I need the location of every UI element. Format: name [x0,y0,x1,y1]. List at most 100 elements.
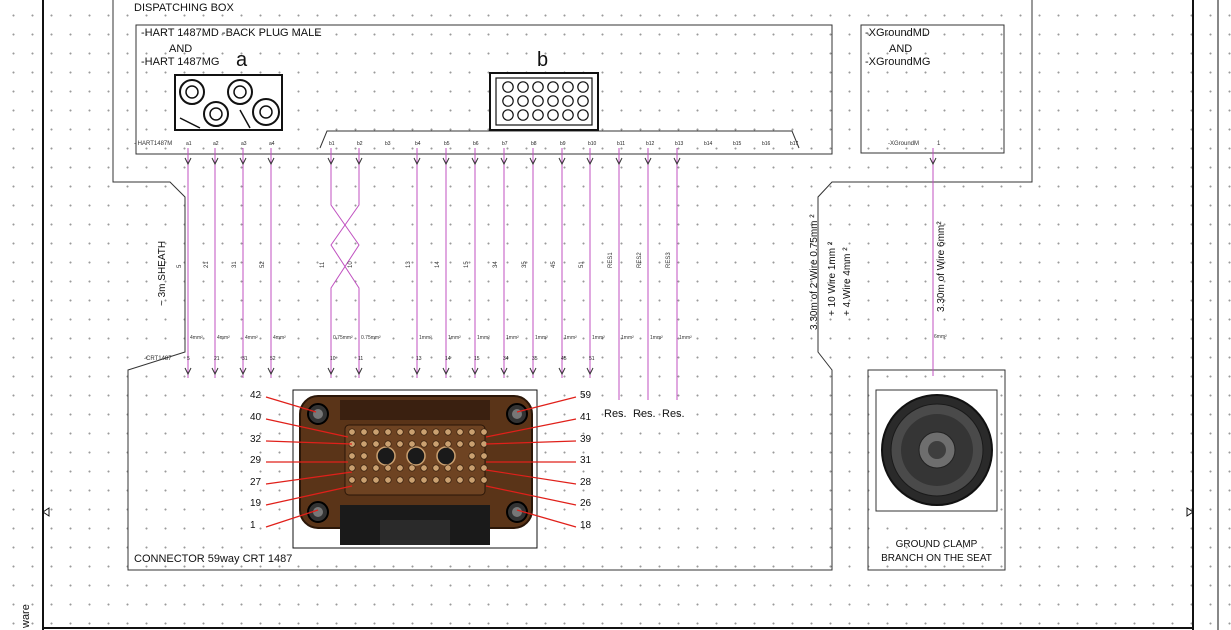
leader-right-26 [485,485,577,506]
wire-id-35: 35 [522,261,528,268]
connector-b-hole [562,95,574,107]
wire-section-10: 0.75mm² [361,335,381,341]
wire-id-31: 31 [232,261,238,268]
wire-arrow-top [644,157,652,166]
wire-section-RES2: 1mm² [650,335,663,341]
crt-left-pin-1: 1 [250,520,256,531]
crt-pin-hole [420,428,428,436]
crt-pin-hole [432,464,440,472]
crt-pin-hole [468,452,476,460]
ground-clamp-box [867,369,1006,571]
hart-pin-b8: b8 [531,141,537,147]
crt-pin-hole [468,476,476,484]
connector-b-label: b [537,49,549,71]
xground-label-line2: -XGroundMG [865,56,931,68]
hart-pin-b15: b15 [733,141,742,147]
crt-pin-hole [360,440,368,448]
ground-clamp-drawing [875,389,998,512]
hart-pin-a4: a4 [269,141,275,147]
hart-pin-b4: b4 [415,141,421,147]
wire-arrow-bottom [239,367,247,376]
wire-section-31: 4mm² [245,335,258,341]
wire-arrow-top [184,157,192,166]
crt-left-pin-27: 27 [250,477,262,488]
crt-pin-11: 11 [358,356,364,362]
wire-arrow-bottom [327,367,335,376]
wire-arrow-bottom [267,367,275,376]
wire-arrow-top [267,157,275,166]
crt-right-pin-41: 41 [580,412,592,423]
wires-group [184,148,681,400]
crt-pin-10: 10 [330,356,336,362]
wire-arrow-bottom [529,367,537,376]
hart-pin-a1: a1 [186,141,192,147]
wire-section-51: 1mm² [592,335,605,341]
crt-pin-hole [408,428,416,436]
crt-pin-hole [456,464,464,472]
wire-section-45: 1mm² [564,335,577,341]
hart-pin-b3: b3 [385,141,391,147]
wire-id-11: 11 [320,261,326,268]
crt-pin-21: 21 [214,356,220,362]
wire-arrow-top [558,157,566,166]
crt-connector-label: CONNECTOR 59way CRT 1487 [134,553,293,565]
crt-pin-hole [456,440,464,448]
connector-b-hole [547,81,559,93]
wire-arrow-top [673,157,681,166]
wire-arrow-bottom [211,367,219,376]
leader-left-1 [265,509,319,528]
hart-pin-b6: b6 [473,141,479,147]
crt-left-pin-32: 32 [250,434,262,445]
wire-10 [330,148,360,378]
leader-right-59 [516,396,577,413]
crt-pin-hole [384,440,392,448]
hart-pin-b16: b16 [762,141,771,147]
hart-pin-b13: b13 [675,141,684,147]
connector-b-hole [577,109,589,121]
crt-pin-hole [408,464,416,472]
hart-pin-b10: b10 [588,141,597,147]
crt-pin-hole [360,428,368,436]
crt-pin-hole [408,440,416,448]
crt-pin-hole [444,476,452,484]
leader-right-18 [516,509,577,528]
crt-connector-drawing [292,389,538,549]
wire-arrow-bottom [355,367,363,376]
crt-pin-hole [396,464,404,472]
wire-section-14: 1mm² [448,335,461,341]
hart-pin-a2: a2 [213,141,219,147]
connector-b-hole [532,109,544,121]
wire-id-15: 15 [464,261,470,268]
hart-pin-a3: a3 [241,141,247,147]
crt-pin-hole [468,428,476,436]
wire-section-52: 4mm² [273,335,286,341]
crt-terminal-label: -CRT1487 [144,356,172,362]
wire-11 [330,148,360,378]
crt-pin-hole [348,452,356,460]
wire-arrow-bottom [413,367,421,376]
xground-pin-1: 1 [937,141,941,147]
wire-arrow-top [471,157,479,166]
crt-pin-hole [384,428,392,436]
connector-b-hole [547,109,559,121]
crt-pin-13: 13 [416,356,422,362]
crt-pin-hole [420,464,428,472]
hart-pin-b12: b12 [646,141,655,147]
ground-clamp-line2: BRANCH ON THE SEAT [881,553,992,564]
connector-b-hole [502,95,514,107]
crt-pin-hole [468,440,476,448]
hart-pin-b1: b1 [329,141,335,147]
crt-pin-hole [360,476,368,484]
connector-a-label: a [236,49,248,71]
leader-right-41 [485,418,577,438]
crt-pin-hole [480,464,488,472]
wire-arrow-top [529,157,537,166]
cable-spec-line1: 3.30m of 2 Wire 0.75mm ² [809,214,820,330]
wire-arrow-bottom [184,367,192,376]
dispatching-box-outline [112,0,1033,571]
crt-pin-hole [408,476,416,484]
crt-pin-34: 34 [503,356,509,362]
crt-pin-35: 35 [532,356,538,362]
hart-pin-b14: b14 [704,141,713,147]
crt-pin-14: 14 [445,356,451,362]
